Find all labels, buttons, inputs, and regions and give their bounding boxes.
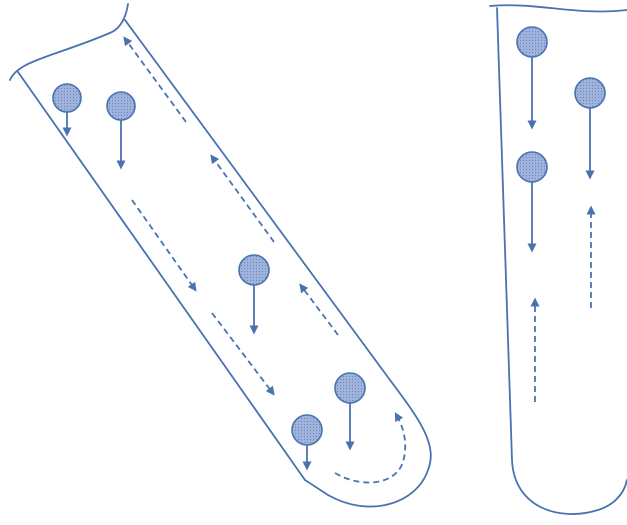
particle <box>574 77 606 109</box>
vertical-tube-particles <box>516 26 606 183</box>
particle <box>238 254 270 286</box>
particle <box>516 26 548 58</box>
particle <box>52 83 82 113</box>
upflow-arrow <box>210 154 275 243</box>
vertical-tube-settling-arrows <box>527 57 595 253</box>
particle <box>106 91 136 121</box>
upflow-arrow <box>123 36 187 123</box>
downflow-arrow <box>131 199 197 292</box>
bottom-recirculation-arrow <box>334 412 407 484</box>
inclined-tube-outline <box>9 3 432 508</box>
vertical-tube-outline <box>489 4 627 515</box>
inclined-tube-settling-arrows <box>62 112 355 471</box>
particle <box>291 414 323 446</box>
vertical-tube-flow-arrows <box>530 205 596 402</box>
vertical-tube <box>489 4 627 515</box>
inclined-tube-particles <box>52 83 366 446</box>
particle <box>516 151 548 183</box>
particle <box>334 372 366 404</box>
inclined-tube-flow-arrows <box>123 36 407 484</box>
inclined-tube <box>9 3 432 508</box>
downflow-arrow <box>211 312 275 396</box>
upflow-arrow <box>299 283 339 336</box>
